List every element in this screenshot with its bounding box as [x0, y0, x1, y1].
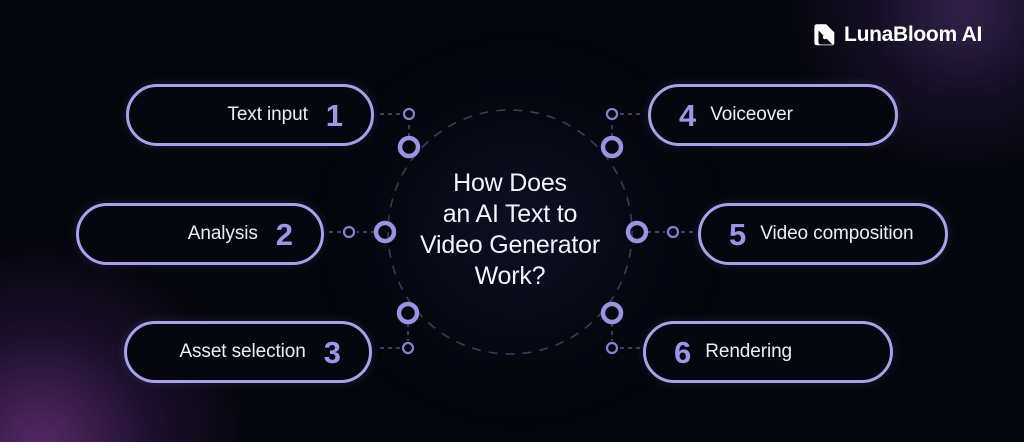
- step-label: Asset selection: [179, 341, 306, 362]
- step-pill-rendering[interactable]: 6 Rendering: [643, 321, 893, 383]
- node-ring-4: [605, 107, 619, 121]
- node-ring-5: [666, 225, 680, 239]
- hub-ring-3: [396, 301, 420, 325]
- step-number: 1: [325, 97, 343, 133]
- center-question-line-1: How Does: [453, 169, 567, 197]
- step-number: 3: [323, 334, 341, 370]
- step-number: 4: [679, 97, 697, 133]
- step-pill-voiceover[interactable]: 4 Voiceover: [648, 84, 898, 146]
- step-number: 5: [729, 216, 747, 252]
- dashed-hub-circle: [387, 109, 633, 355]
- step-label: Voiceover: [710, 104, 793, 125]
- document-dot-icon: [814, 24, 835, 46]
- node-ring-1: [402, 107, 416, 121]
- node-ring-6: [605, 341, 619, 355]
- center-question-line-4: Work?: [474, 262, 546, 290]
- center-question-line-2: an AI Text to: [442, 200, 578, 228]
- step-label: Rendering: [705, 341, 793, 362]
- step-number: 2: [275, 216, 293, 252]
- step-label: Analysis: [187, 223, 258, 244]
- hub-ring-4: [600, 135, 624, 159]
- hub-ring-6: [600, 301, 624, 325]
- step-pill-video-composition[interactable]: 5 Video composition: [698, 203, 948, 265]
- center-question-line-3: Video Generator: [420, 231, 600, 259]
- brand-name: LunaBloom AI: [844, 22, 982, 46]
- hub-ring-5: [625, 220, 649, 244]
- step-label: Video composition: [760, 223, 914, 244]
- brand-logo: LunaBloom AI: [812, 22, 982, 47]
- step-number: 6: [674, 334, 692, 370]
- hub-ring-2: [373, 220, 397, 244]
- node-ring-3: [401, 341, 415, 355]
- step-pill-analysis[interactable]: Analysis 2: [76, 203, 324, 265]
- node-ring-2: [342, 225, 356, 239]
- center-question: How Does an AI Text to Video Generator W…: [388, 168, 632, 292]
- hub-ring-1: [397, 135, 421, 159]
- step-pill-asset-selection[interactable]: Asset selection 3: [124, 321, 372, 383]
- step-pill-text-input[interactable]: Text input 1: [126, 84, 374, 146]
- step-label: Text input: [227, 104, 308, 125]
